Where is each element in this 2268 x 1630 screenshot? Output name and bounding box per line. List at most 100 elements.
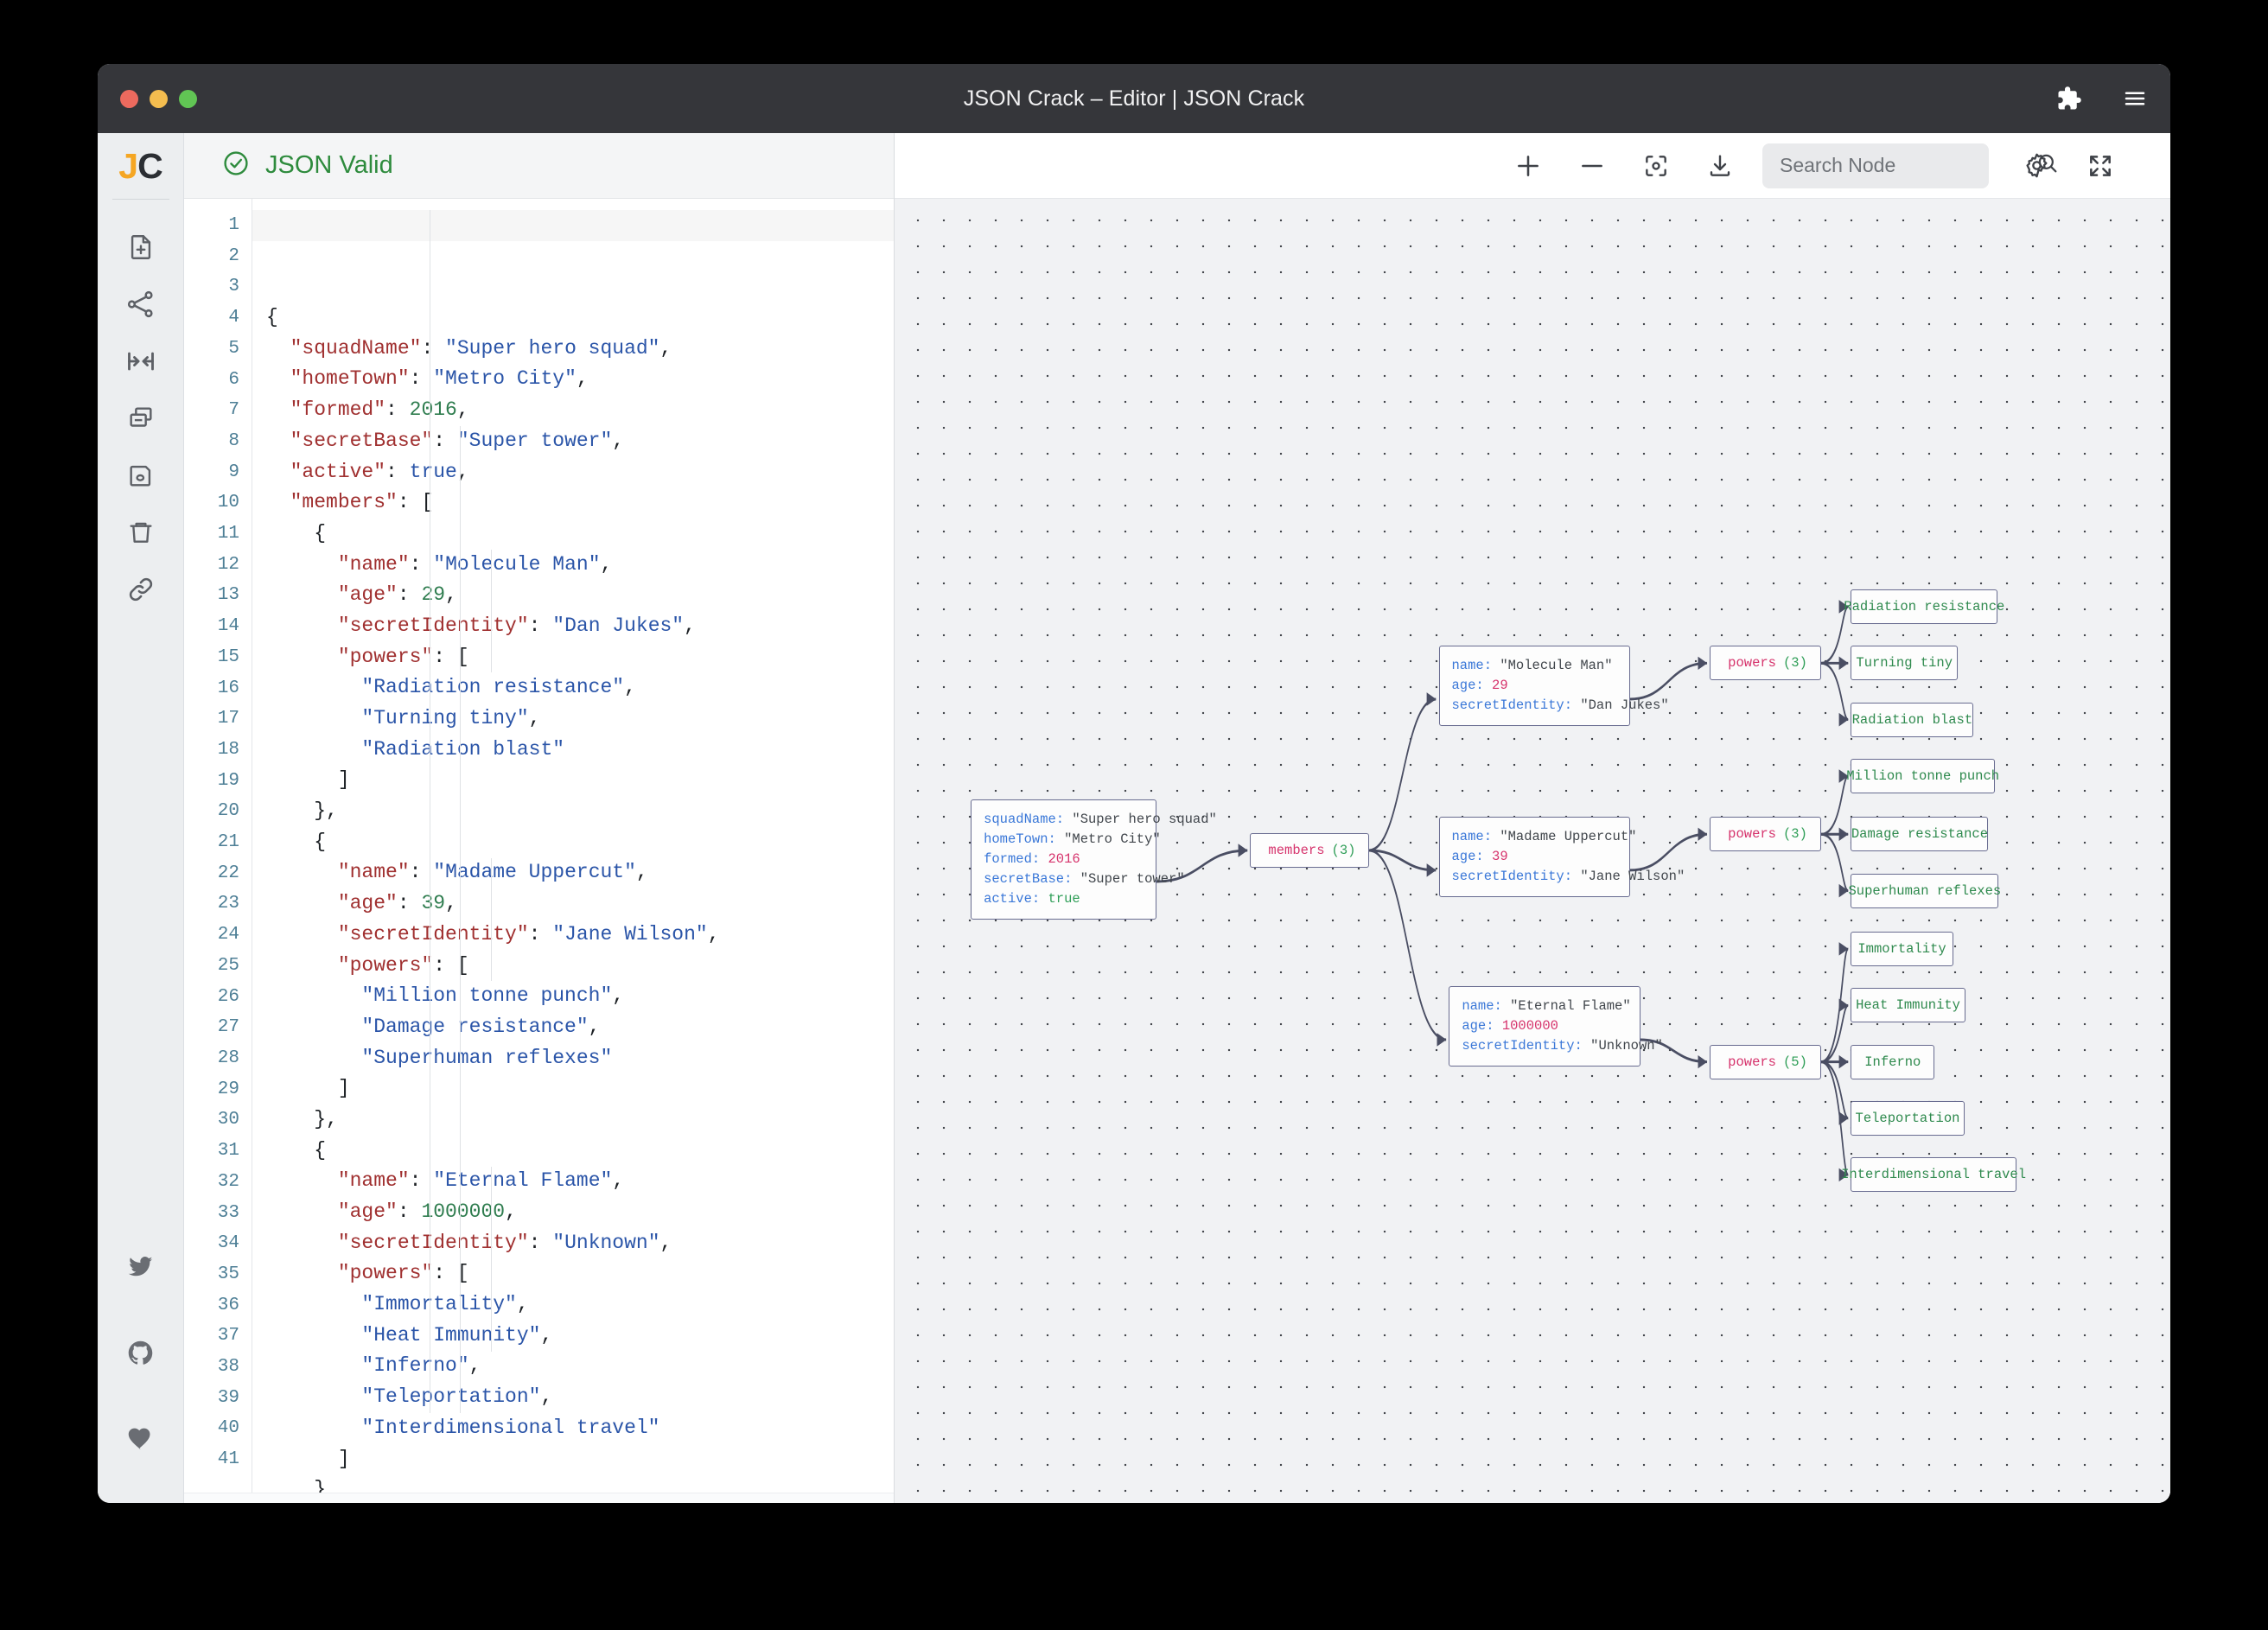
line-number: 41 xyxy=(217,1449,239,1470)
minimize-button[interactable] xyxy=(150,89,168,108)
graph-node-row: secretIdentity: "Dan Jukes" xyxy=(1451,697,1669,714)
graph-edge xyxy=(1629,656,1708,701)
copy-layers-icon[interactable] xyxy=(98,390,184,447)
code-line: "Interdimensional travel" xyxy=(361,1416,660,1439)
share-graph-icon[interactable] xyxy=(98,276,184,333)
heart-icon[interactable] xyxy=(98,1396,184,1482)
code-line: "secretIdentity": "Jane Wilson", xyxy=(337,922,720,946)
link-icon[interactable] xyxy=(98,561,184,618)
graph-leaf-node[interactable]: Radiation resistance xyxy=(1844,589,2004,624)
graph-leaf-node[interactable]: Heat Immunity xyxy=(1851,988,1965,1023)
line-number: 36 xyxy=(217,1295,239,1315)
search-node-box[interactable] xyxy=(1762,143,2057,188)
line-number: 6 xyxy=(228,369,239,390)
code-line: "powers": [ xyxy=(337,1262,469,1285)
code-line: "name": "Molecule Man", xyxy=(337,552,613,576)
graph-canvas[interactable]: squadName: "Super hero squad"homeTown: "… xyxy=(895,199,2170,1503)
graph-node-row: secretIdentity: "Jane Wilson" xyxy=(1451,869,1685,885)
code-line: "Turning tiny", xyxy=(361,707,541,730)
code-line: "Radiation blast" xyxy=(361,737,565,761)
graph-parent-node[interactable]: powers(3) xyxy=(1710,817,1822,852)
graph-object-node[interactable]: squadName: "Super hero squad"homeTown: "… xyxy=(971,799,1217,920)
graph-leaf-node[interactable]: Immortality xyxy=(1851,931,1953,966)
search-icon[interactable] xyxy=(2035,151,2060,180)
graph-leaf-node[interactable]: Turning tiny xyxy=(1851,646,1958,681)
graph-edge xyxy=(1368,849,1437,877)
graph-leaf-node[interactable]: Interdimensional travel xyxy=(1841,1157,2026,1193)
trash-icon[interactable] xyxy=(98,504,184,561)
graph-parent-node[interactable]: members(3) xyxy=(1250,832,1369,868)
twitter-icon[interactable] xyxy=(98,1223,184,1309)
code-line: "Teleportation", xyxy=(361,1385,553,1409)
maximize-button[interactable] xyxy=(179,89,197,108)
code-line: { xyxy=(266,521,327,544)
active-line-highlight xyxy=(252,210,894,241)
window-controls xyxy=(120,89,197,108)
code-line: "Superhuman reflexes" xyxy=(361,1046,613,1069)
graph-leaf-node[interactable]: Radiation blast xyxy=(1851,702,1974,737)
graph-edge xyxy=(1821,832,1849,898)
graph-parent-label: powers(3) xyxy=(1728,655,1807,672)
code-line: ] xyxy=(266,1447,350,1470)
editor-scrollbar[interactable] xyxy=(184,1493,894,1503)
zoom-in-button[interactable] xyxy=(1496,133,1560,199)
code-line: ] xyxy=(266,1077,350,1100)
graph-parent-node[interactable]: powers(5) xyxy=(1710,1044,1822,1079)
graph-node-row: age: 1000000 xyxy=(1462,1018,1558,1035)
zoom-out-button[interactable] xyxy=(1560,133,1624,199)
graph-node-row: formed: 2016 xyxy=(984,850,1080,867)
graph-edge xyxy=(1820,942,1850,1064)
new-document-icon[interactable] xyxy=(98,219,184,276)
save-disk-icon[interactable] xyxy=(98,447,184,504)
line-number: 35 xyxy=(217,1264,239,1284)
line-number: 3 xyxy=(228,277,239,297)
hamburger-menu-icon[interactable] xyxy=(2122,86,2148,111)
puzzle-piece-icon[interactable] xyxy=(2056,86,2082,111)
graph-edge xyxy=(1368,849,1447,1047)
line-number: 4 xyxy=(228,308,239,328)
line-number: 11 xyxy=(217,524,239,544)
close-button[interactable] xyxy=(120,89,138,108)
code-content[interactable]: { "squadName": "Super hero squad", "home… xyxy=(252,199,894,1503)
line-number: 34 xyxy=(217,1233,239,1254)
line-number: 21 xyxy=(217,832,239,853)
code-line: "powers": [ xyxy=(337,645,469,668)
graph-leaf-node[interactable]: Damage resistance xyxy=(1851,817,1989,852)
line-number: 2 xyxy=(228,245,239,266)
line-number: 8 xyxy=(228,430,239,451)
code-line: "Inferno", xyxy=(361,1354,481,1378)
line-number: 5 xyxy=(228,338,239,359)
line-number: 15 xyxy=(217,646,239,667)
code-line: "squadName": "Super hero squad", xyxy=(290,336,672,360)
line-number: 37 xyxy=(217,1326,239,1347)
code-line: "homeTown": "Metro City", xyxy=(290,367,589,391)
code-line: "secretBase": "Super tower", xyxy=(290,429,625,452)
logo-j: J xyxy=(118,145,138,186)
graph-leaf-node[interactable]: Inferno xyxy=(1851,1044,1935,1079)
graph-leaf-node[interactable]: Teleportation xyxy=(1851,1100,1965,1136)
graph-node-row: secretBase: "Super tower" xyxy=(984,870,1185,887)
github-icon[interactable] xyxy=(98,1309,184,1396)
gear-icon[interactable] xyxy=(2004,133,2068,199)
graph-edge xyxy=(1629,827,1708,872)
center-focus-icon[interactable] xyxy=(1624,133,1688,199)
json-status-bar: JSON Valid xyxy=(184,133,894,199)
graph-parent-node[interactable]: powers(3) xyxy=(1710,646,1822,681)
collapse-expand-icon[interactable] xyxy=(98,333,184,390)
graph-leaf-node[interactable]: Million tonne punch xyxy=(1846,759,1999,794)
line-number: 7 xyxy=(228,400,239,421)
graph-edge xyxy=(1821,661,1849,727)
search-input[interactable] xyxy=(1780,154,2035,177)
code-line: "Damage resistance", xyxy=(361,1015,601,1038)
graph-edge xyxy=(1821,600,1849,665)
fullscreen-icon[interactable] xyxy=(2068,133,2132,199)
download-icon[interactable] xyxy=(1688,133,1752,199)
graph-leaf-node[interactable]: Superhuman reflexes xyxy=(1848,873,2001,908)
graph-edge xyxy=(1820,1060,1850,1181)
